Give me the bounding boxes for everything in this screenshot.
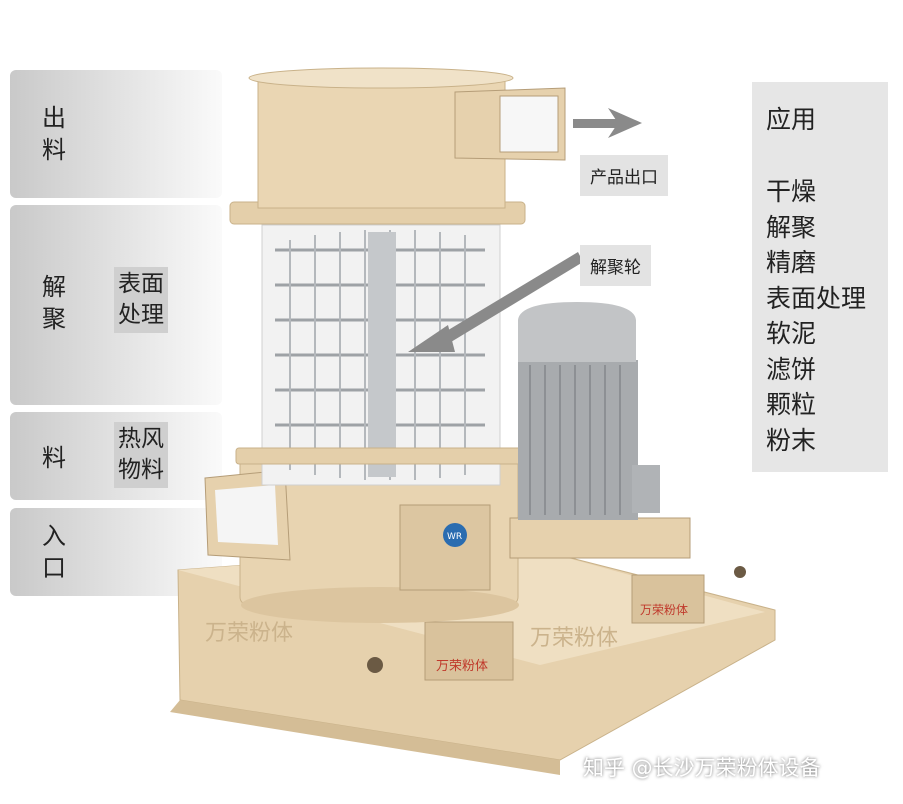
brand-engraving: 万荣粉体: [530, 626, 618, 651]
hot-air-material-tag: 热风 物料: [114, 422, 168, 488]
list-item: 粉末: [766, 425, 817, 455]
panel-label: 料: [42, 444, 66, 472]
list-item: 软泥: [766, 319, 817, 348]
brand-logo: 万荣粉体: [640, 603, 688, 617]
applications-panel: 应用 干燥 解聚 精磨 表面处理 软泥 滤饼 颗粒 粉末: [752, 82, 888, 472]
svg-text:WR: WR: [447, 532, 462, 542]
tag-line: 表面: [118, 271, 164, 297]
surface-treatment-tag: 表面 处理: [114, 267, 168, 333]
panel-material: 料 热风 物料: [10, 412, 222, 500]
tag-line: 热风: [118, 426, 164, 452]
list-item: 滤饼: [766, 354, 817, 384]
motor: [518, 360, 638, 520]
vent-panel: [424, 621, 514, 681]
list-item: 干燥: [766, 177, 817, 206]
brand-logo: 万荣粉体: [436, 659, 488, 674]
panel-outlet: 出料: [10, 70, 222, 198]
product-outlet-label: 产品出口: [580, 155, 668, 196]
vent-panel: [399, 504, 491, 591]
list-item: 颗粒: [766, 390, 817, 419]
deagglomeration-wheel-label: 解聚轮: [580, 245, 651, 286]
panel-deagglomeration: 解聚 表面 处理: [10, 205, 222, 405]
watermark: 知乎 @长沙万荣粉体设备: [583, 756, 821, 780]
brand-engraving: 万荣粉体: [205, 621, 293, 646]
arrow-right-icon: [573, 119, 618, 128]
applications-title: 应用: [766, 105, 817, 134]
vent-panel: [631, 574, 705, 624]
panel-label: 出料: [42, 104, 66, 164]
panel-label: 解聚: [42, 273, 66, 333]
tag-line: 物料: [118, 457, 164, 483]
panel-label: 入口: [42, 522, 66, 582]
applications-list: 干燥 解聚 精磨 表面处理 软泥 滤饼 颗粒 粉末: [766, 174, 866, 458]
arrow-pointer: [440, 252, 583, 345]
list-item: 解聚: [766, 212, 817, 242]
list-item: 表面处理: [766, 283, 867, 313]
tag-line: 处理: [118, 302, 164, 328]
list-item: 精磨: [766, 248, 817, 277]
emblem-logo: [443, 523, 467, 547]
